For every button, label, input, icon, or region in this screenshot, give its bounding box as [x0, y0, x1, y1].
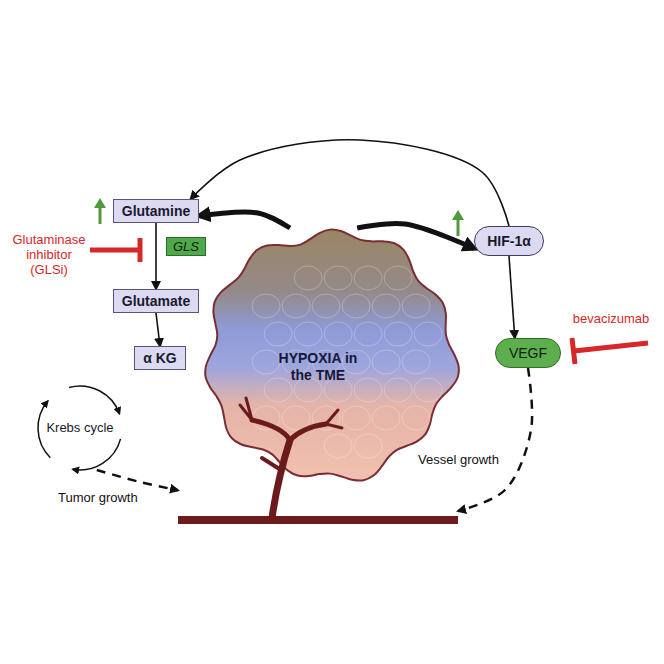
cell-texture — [414, 322, 442, 346]
cell-texture — [324, 322, 352, 346]
cell-texture — [354, 266, 382, 290]
edge-label: Tumor growth — [56, 490, 140, 505]
cycle-node: Krebs cycle — [38, 386, 122, 470]
cell-texture — [414, 378, 442, 402]
cell-texture — [252, 294, 280, 318]
dashed-arrow — [97, 470, 178, 490]
protein-pill: HIF-1α — [474, 226, 544, 256]
cell-texture — [294, 322, 322, 346]
cell-texture — [372, 350, 400, 374]
tumor-node: HYPOXIA in the TME — [178, 228, 458, 526]
arrow — [199, 212, 290, 228]
cell-texture — [402, 294, 430, 318]
node-text: Glutamate — [122, 293, 190, 309]
node-text: HYPOXIA in the TME — [270, 350, 366, 384]
node-text: α KG — [143, 350, 177, 366]
drug-label: bevacizumab — [563, 311, 659, 326]
cell-texture — [384, 322, 412, 346]
cell-texture — [372, 406, 400, 430]
cell-texture — [264, 378, 292, 402]
metabolite-box: Glutamine — [113, 199, 199, 223]
cell-texture — [342, 294, 370, 318]
node-text: VEGF — [509, 345, 547, 361]
cell-texture — [372, 294, 400, 318]
cell-texture — [324, 434, 352, 458]
cell-texture — [252, 350, 280, 374]
cell-texture — [354, 322, 382, 346]
cell-texture — [342, 406, 370, 430]
arrow — [155, 223, 157, 289]
node-text: Glutamine — [122, 203, 190, 219]
arrow — [156, 313, 160, 346]
node-text: Krebs cycle — [46, 420, 113, 436]
cell-texture — [294, 266, 322, 290]
metabolite-box: α KG — [134, 346, 186, 370]
cell-texture — [264, 322, 292, 346]
cell-texture — [312, 294, 340, 318]
cell-texture — [354, 434, 382, 458]
node-text: GLS — [173, 239, 199, 254]
dashed-arrow — [458, 368, 532, 511]
drug-label: Glutaminase inhibitor (GLSi) — [8, 232, 90, 277]
enzyme-box: GLS — [166, 237, 206, 256]
cell-texture — [402, 406, 430, 430]
protein-pill: VEGF — [495, 338, 561, 368]
arrow — [191, 140, 509, 226]
cell-texture — [324, 266, 352, 290]
arrow — [509, 256, 515, 338]
cycle-arrow — [73, 439, 121, 470]
arrow — [357, 224, 474, 249]
tumor-illustration — [205, 230, 459, 481]
cell-texture — [384, 378, 412, 402]
cell-texture — [384, 266, 412, 290]
metabolite-box: Glutamate — [113, 289, 199, 313]
cell-texture — [282, 406, 310, 430]
node-text: HIF-1α — [487, 233, 531, 249]
cell-texture — [402, 350, 430, 374]
cell-texture — [354, 378, 382, 402]
edge-label: Vessel growth — [416, 452, 501, 467]
tumor-outline — [205, 230, 459, 481]
cycle-arrows — [38, 386, 121, 470]
cell-texture — [282, 294, 310, 318]
cycle-arrow — [69, 386, 119, 414]
increase-arrow — [94, 198, 464, 236]
